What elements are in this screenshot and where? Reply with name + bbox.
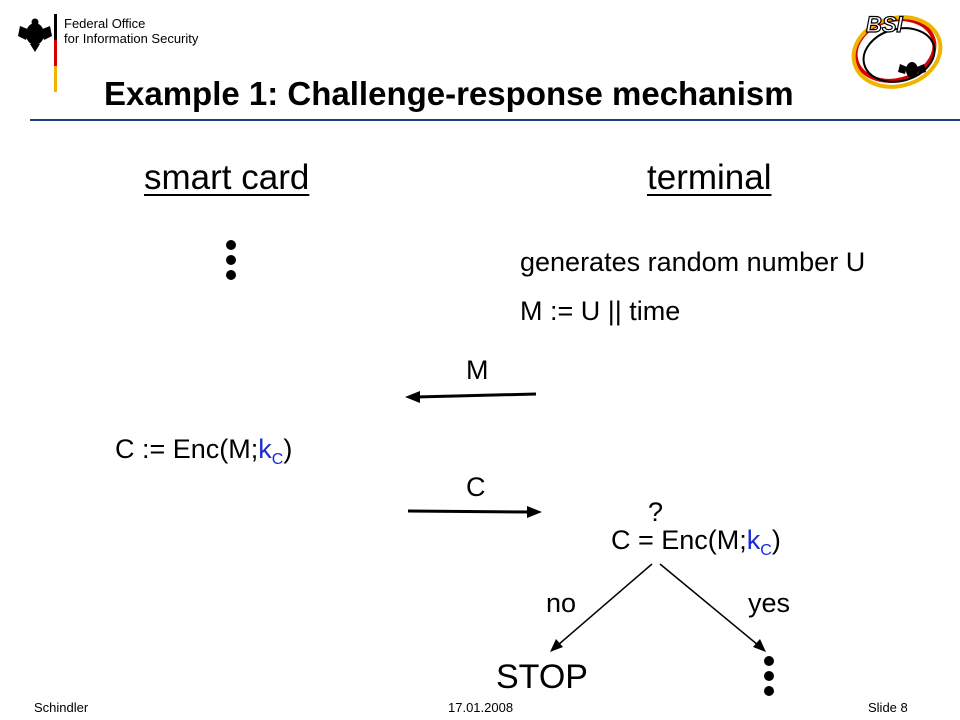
branch-no-label: no — [546, 588, 577, 618]
check-prefix: C = Enc(M; — [611, 525, 747, 555]
footer-slide-number: Slide 8 — [868, 700, 908, 715]
arrow-branch-yes — [659, 563, 766, 652]
compute-c-suffix: ) — [283, 434, 293, 464]
question-mark: ? — [648, 497, 664, 527]
org-name-line1: Federal Office — [64, 16, 146, 31]
arrow-c-label: C — [466, 472, 486, 502]
arrow-m — [405, 391, 537, 403]
flag-stripe-red — [54, 40, 57, 66]
org-name-line2: for Information Security — [64, 31, 199, 46]
step-compute-c: C := Enc(M;kC) — [115, 434, 293, 468]
step-check: C = Enc(M;kC) — [611, 525, 781, 559]
eagle-emblem-icon — [18, 18, 52, 52]
heading-smart-card: smart card — [144, 158, 310, 197]
header-rule — [30, 119, 960, 121]
page-title: Example 1: Challenge-response mechanism — [104, 75, 794, 112]
compute-c-prefix: C := Enc(M; — [115, 434, 259, 464]
bsi-logo-text: BSI — [865, 11, 903, 37]
compute-c-sub: C — [271, 451, 284, 468]
step-generate: generates random number U — [520, 247, 866, 277]
footer-author: Schindler — [34, 700, 89, 715]
flag-stripe-gold — [54, 66, 57, 92]
arrow-m-label: M — [466, 355, 489, 385]
step-define-m: M := U || time — [520, 296, 681, 326]
check-sub: C — [760, 542, 772, 559]
footer-date: 17.01.2008 — [448, 700, 514, 715]
branch-yes-label: yes — [748, 588, 791, 618]
check-key: k — [746, 525, 761, 555]
arrow-c — [407, 506, 542, 518]
bsi-logo-graphic — [851, 15, 943, 89]
check-suffix: ) — [771, 525, 781, 555]
heading-terminal: terminal — [647, 158, 772, 197]
arrow-branch-no — [550, 563, 653, 652]
flag-stripe-black — [54, 14, 57, 40]
stop-label: STOP — [496, 658, 588, 696]
compute-c-key: k — [258, 434, 272, 464]
